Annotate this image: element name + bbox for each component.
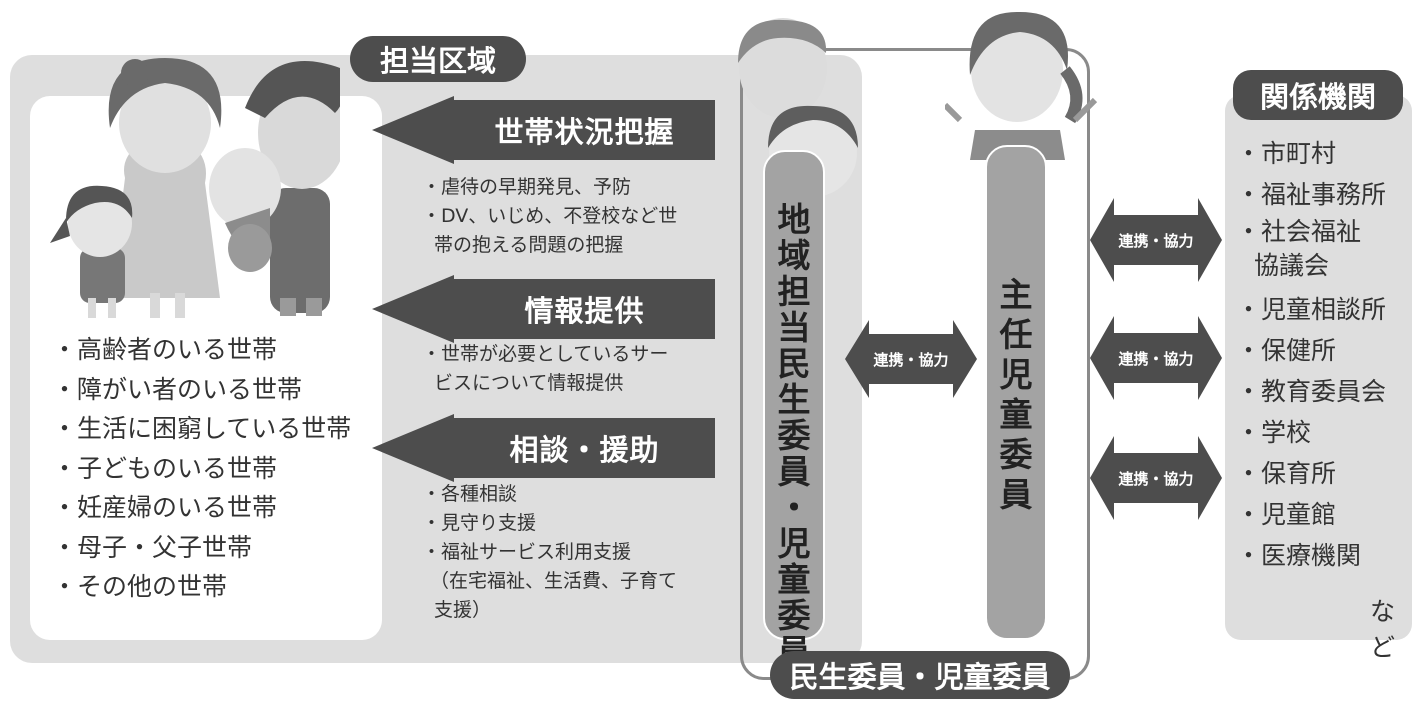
- cooperation-arrow-agencies-3: 連携・協力: [1090, 436, 1222, 520]
- local-member-char: 員: [777, 452, 811, 491]
- left-arrow-shape: [372, 275, 715, 343]
- chief-member-pill: 主 任 児 童 委 員: [985, 145, 1047, 640]
- local-member-char: 委: [777, 416, 811, 455]
- agency-item: ・児童相談所: [1236, 295, 1387, 324]
- cooperation-label: 連携・協力: [1118, 231, 1194, 250]
- service-arrow-consultation: 相談・援助: [372, 414, 715, 482]
- service-title: 情報提供: [524, 294, 645, 328]
- service-area-label: 担当区域: [350, 36, 526, 82]
- cooperation-arrow-members: 連携・協力: [845, 320, 977, 398]
- household-item: ・高齢者のいる世帯: [52, 335, 278, 364]
- service-description: ・各種相談 ・見守り支援 ・福祉サービス利用支援 （在宅福祉、生活費、子育て 支…: [422, 480, 722, 625]
- household-item: ・生活に困窮している世帯: [52, 414, 352, 443]
- agency-item: ・市町村: [1236, 139, 1337, 168]
- father-figure: [245, 61, 340, 316]
- cooperation-label: 連携・協力: [1118, 469, 1194, 488]
- local-member-char: ・: [777, 488, 811, 527]
- member-group-label: 民生委員・児童委員: [770, 651, 1070, 699]
- agency-item: ・学校: [1236, 418, 1312, 447]
- service-item: 帯の抱える問題の把握: [434, 234, 624, 256]
- local-member-char: 民: [777, 344, 811, 383]
- service-item: ビスについて情報提供: [434, 372, 624, 394]
- cooperation-label: 連携・協力: [873, 350, 949, 369]
- local-member-char: 域: [777, 236, 811, 275]
- service-item: ・DV、いじめ、不登校など世: [422, 205, 678, 227]
- agencies-etc: など: [1370, 597, 1396, 662]
- baby-figure: [209, 148, 281, 272]
- household-item: ・妊産婦のいる世帯: [52, 493, 278, 522]
- service-item: ・世帯が必要としているサー: [422, 343, 669, 365]
- service-arrow-information: 情報提供: [372, 275, 715, 343]
- service-title: 相談・援助: [509, 433, 660, 467]
- agency-item: ・福祉事務所: [1236, 180, 1387, 209]
- chief-member-char: 員: [999, 475, 1033, 514]
- agency-item: ・教育委員会: [1236, 377, 1387, 406]
- agency-item: ・社会福祉: [1236, 217, 1362, 246]
- chief-member-illustration: [945, 11, 1098, 160]
- local-member-char: 当: [777, 308, 811, 347]
- chief-member-char: 主: [999, 275, 1033, 314]
- left-arrow-shape: [372, 414, 715, 482]
- cooperation-arrow-agencies-1: 連携・協力: [1090, 198, 1222, 282]
- households-list: ・高齢者のいる世帯 ・障がい者のいる世帯 ・生活に困窮している世帯 ・子どものい…: [52, 330, 372, 607]
- agency-item: ・医療機関: [1236, 541, 1362, 570]
- agencies-list: ・市町村 ・福祉事務所 ・社会福祉 協議会 ・児童相談所 ・保健所 ・教育委員会…: [1236, 133, 1408, 576]
- household-item: ・その他の世帯: [52, 572, 228, 601]
- local-member-char: 童: [777, 560, 811, 599]
- local-member-char: 生: [777, 380, 811, 419]
- agencies-label: 関係機関: [1233, 70, 1403, 120]
- left-arrow-shape: [372, 96, 715, 164]
- service-item: （在宅福祉、生活費、子育て: [430, 570, 678, 592]
- cooperation-arrow-agencies-2: 連携・協力: [1090, 316, 1222, 400]
- service-item: ・福祉サービス利用支援: [422, 541, 632, 563]
- cooperation-label: 連携・協力: [1118, 349, 1194, 368]
- chief-member-char: 童: [999, 395, 1033, 434]
- chief-member-char: 委: [999, 435, 1033, 474]
- local-member-char: 担: [777, 272, 811, 311]
- service-item: ・見守り支援: [422, 512, 537, 534]
- service-arrow-situation: 世帯状況把握: [372, 96, 715, 164]
- service-item: ・虐待の早期発見、予防: [422, 176, 632, 198]
- local-member-char: 児: [777, 524, 811, 563]
- double-arrow-shape: [1090, 316, 1222, 400]
- agencies-panel: [1225, 95, 1412, 640]
- agency-item: 協議会: [1254, 251, 1330, 280]
- agency-item: ・保育所: [1236, 459, 1337, 488]
- household-item: ・障がい者のいる世帯: [52, 374, 303, 404]
- double-arrow-shape: [845, 320, 977, 398]
- local-member-char: 地: [777, 200, 811, 239]
- chief-member-char: 任: [999, 315, 1033, 354]
- chief-member-text: 主 任 児 童 委 員: [987, 275, 1045, 515]
- chief-member-char: 児: [999, 355, 1033, 394]
- local-member-pill: 地 域 担 当 民 生 委 員 ・ 児 童 委 員: [763, 150, 825, 670]
- service-item: ・各種相談: [422, 483, 518, 505]
- service-title: 世帯状況把握: [494, 115, 675, 149]
- child-figure: [50, 185, 133, 318]
- service-description: ・虐待の早期発見、予防 ・DV、いじめ、不登校など世 帯の抱える問題の把握: [422, 173, 722, 260]
- local-member-text: 地 域 担 当 民 生 委 員 ・ 児 童 委 員: [765, 202, 823, 670]
- agency-item: ・保健所: [1236, 336, 1337, 365]
- service-item: 支援）: [434, 599, 492, 621]
- household-item: ・母子・父子世帯: [52, 532, 253, 562]
- local-member-char: 委: [777, 596, 811, 635]
- agency-item: ・児童館: [1236, 500, 1337, 529]
- household-item: ・子どものいる世帯: [52, 453, 278, 483]
- service-description: ・世帯が必要としているサー ビスについて情報提供: [422, 340, 722, 398]
- mother-figure: [108, 58, 222, 318]
- double-arrow-shape: [1090, 436, 1222, 520]
- double-arrow-shape: [1090, 198, 1222, 282]
- family-illustration: [50, 58, 340, 318]
